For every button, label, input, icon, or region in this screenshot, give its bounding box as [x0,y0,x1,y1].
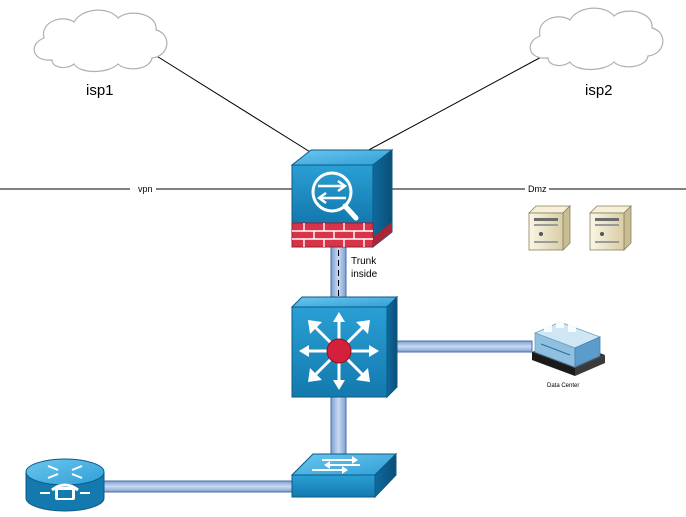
isp1-link [154,54,316,156]
voice-router-icon [25,458,105,512]
core-access-link [330,396,347,455]
workgroup-switch-icon [290,452,398,499]
router-link [103,480,297,493]
server-icon [528,205,571,251]
dmz-label: Dmz [528,184,547,194]
trunk-label: Trunk [351,256,377,267]
vpn-label: vpn [138,184,153,194]
isp1-cloud-icon [33,9,168,73]
isp2-link [364,54,546,153]
multilayer-switch-icon [290,295,399,399]
isp2-label: isp2 [585,82,613,99]
data-center-icon [532,316,605,376]
datacenter-link [391,340,533,353]
isp2-cloud-icon [529,7,664,71]
isp1-label: isp1 [86,82,114,99]
server-icon [589,205,632,251]
firewall-icon [290,148,394,249]
data-center-label: Data Center [547,383,579,389]
trunk-sublabel: inside [351,269,378,280]
